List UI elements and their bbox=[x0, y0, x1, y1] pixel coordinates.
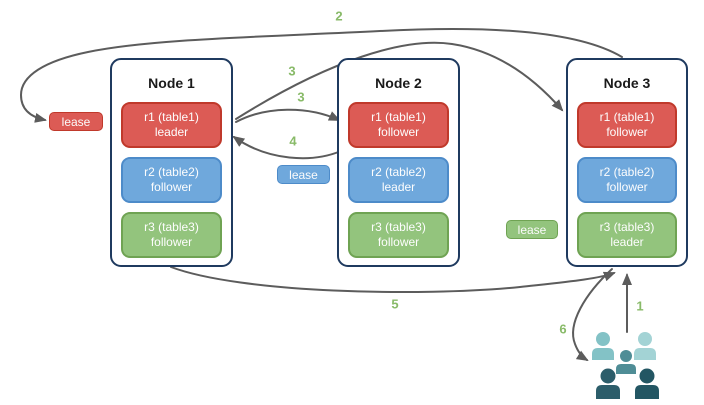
arrow-step-2-node3-to-lease1 bbox=[19, 28, 623, 123]
node-3-replica-r1: r1 (table1) follower bbox=[577, 102, 677, 148]
step-label-5: 5 bbox=[391, 296, 399, 312]
replica-role: follower bbox=[606, 125, 648, 139]
lease-badge-table1: lease bbox=[49, 112, 103, 131]
replica-name: r3 (table3) bbox=[144, 220, 199, 234]
lease-badge-table2: lease bbox=[277, 165, 330, 184]
user-figure-top-left bbox=[592, 332, 614, 360]
node-2-replica-r3: r3 (table3) follower bbox=[348, 212, 449, 258]
node-1-replica-r3: r3 (table3) follower bbox=[121, 212, 222, 258]
step-label-2: 2 bbox=[335, 8, 343, 24]
replica-name: r3 (table3) bbox=[599, 220, 655, 234]
replica-role: leader bbox=[154, 125, 189, 139]
replica-role: follower bbox=[150, 235, 193, 249]
replica-name: r2 (table2) bbox=[144, 165, 199, 179]
arrow-step-4-node2-to-node1 bbox=[232, 135, 342, 160]
replica-role: follower bbox=[606, 180, 648, 194]
replica-role: leader bbox=[381, 180, 416, 194]
users-icon bbox=[592, 332, 659, 399]
step-label-1: 1 bbox=[636, 298, 644, 314]
node-1-title: Node 1 bbox=[148, 75, 195, 91]
replica-name: r2 (table2) bbox=[371, 165, 426, 179]
replica-name: r1 (table1) bbox=[599, 110, 655, 124]
replica-name: r2 (table2) bbox=[599, 165, 655, 179]
arrow-step-5-node1-to-node3 bbox=[170, 266, 616, 294]
user-figure-center bbox=[616, 350, 636, 374]
replica-name: r1 (table1) bbox=[371, 110, 426, 124]
replica-role: follower bbox=[377, 125, 420, 139]
arrow-step-3-node1-to-node3 bbox=[235, 41, 564, 120]
node-2-replica-r2: r2 (table2) leader bbox=[348, 157, 449, 203]
node-3-replica-r2: r2 (table2) follower bbox=[577, 157, 677, 203]
step-label-3a: 3 bbox=[288, 63, 296, 79]
user-figure-bottom-right bbox=[635, 368, 659, 399]
replica-role: follower bbox=[150, 180, 193, 194]
replica-name: r3 (table3) bbox=[371, 220, 426, 234]
replica-name: r1 (table1) bbox=[144, 110, 199, 124]
arrow-step-6-node3-to-users bbox=[572, 268, 613, 362]
replica-role: leader bbox=[610, 235, 644, 249]
node-2-replica-r1: r1 (table1) follower bbox=[348, 102, 449, 148]
node-3: Node 3 r1 (table1) follower r2 (table2) … bbox=[566, 58, 688, 267]
node-3-replica-r3: r3 (table3) leader bbox=[577, 212, 677, 258]
node-3-title: Node 3 bbox=[603, 75, 651, 91]
node-1-replica-r2: r2 (table2) follower bbox=[121, 157, 222, 203]
replica-role: follower bbox=[377, 235, 420, 249]
step-label-3b: 3 bbox=[297, 89, 305, 105]
step-label-4: 4 bbox=[289, 133, 297, 149]
node-1: Node 1 r1 (table1) leader r2 (table2) fo… bbox=[110, 58, 233, 267]
user-figure-top-right bbox=[634, 332, 656, 360]
step-label-6: 6 bbox=[559, 321, 567, 337]
lease-badge-table3: lease bbox=[506, 220, 558, 239]
node-2: Node 2 r1 (table1) follower r2 (table2) … bbox=[337, 58, 460, 267]
node-2-title: Node 2 bbox=[375, 75, 422, 91]
user-figure-bottom-left bbox=[596, 368, 620, 399]
arrow-step-3-node1-to-node2 bbox=[235, 108, 341, 123]
node-1-replica-r1: r1 (table1) leader bbox=[121, 102, 222, 148]
